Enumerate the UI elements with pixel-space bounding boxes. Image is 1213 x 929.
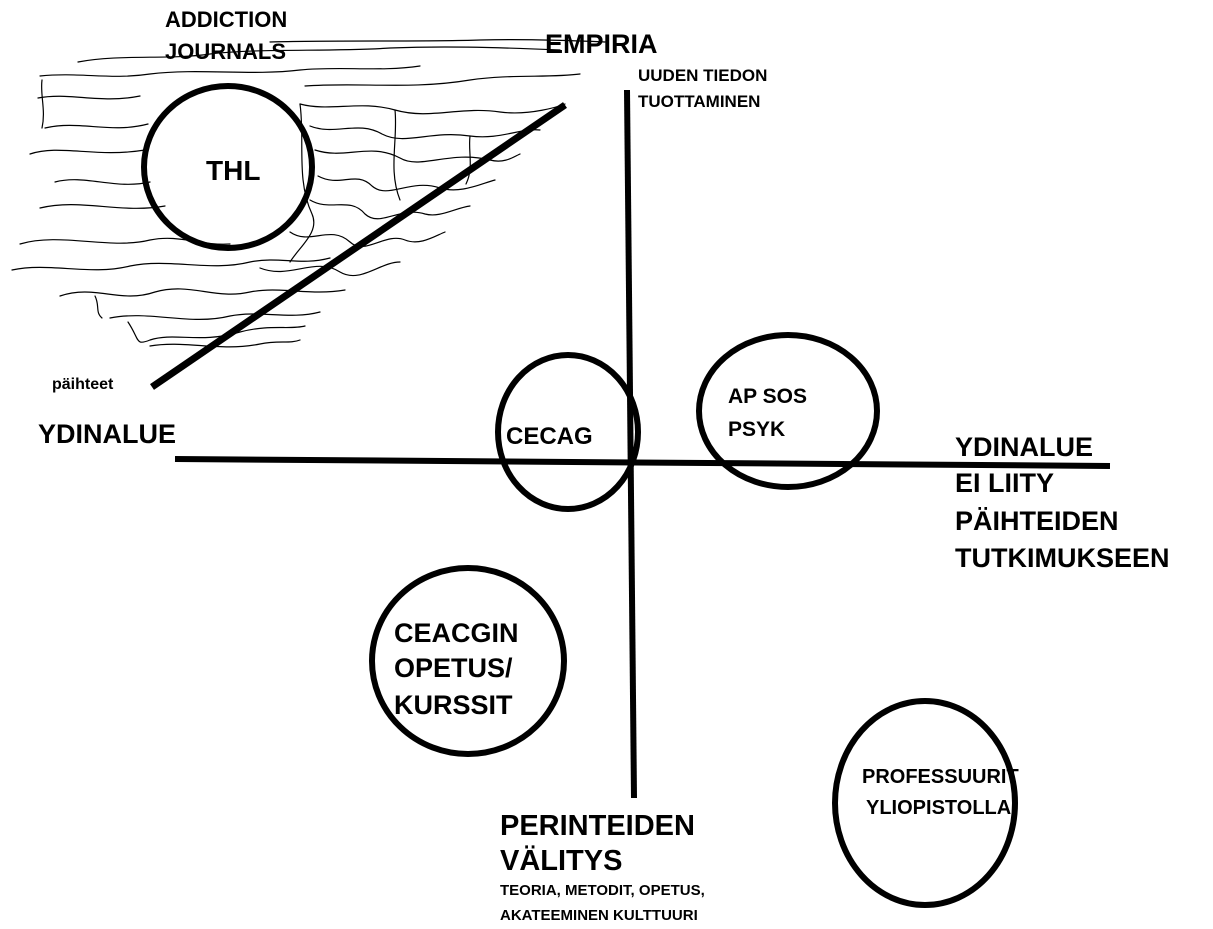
scribble-line: [11, 257, 331, 271]
empiria-label: EMPIRIA: [545, 29, 658, 59]
scribble-line: [59, 288, 346, 297]
scribble-line: [127, 321, 306, 343]
scribble-line: [465, 135, 471, 185]
vertical-axis: [624, 89, 637, 799]
scribble-line: [299, 103, 566, 115]
ydinalue-right-line: EI LIITY: [955, 468, 1054, 498]
scribble-line: [289, 231, 446, 248]
scribble-line: [77, 46, 561, 63]
perinteiden-sub-line: TEORIA, METODIT, OPETUS,: [500, 882, 705, 899]
ceacgin-label: CEACGIN OPETUS/ KURSSIT: [394, 618, 526, 720]
uuden-tiedon-line: UUDEN TIEDON: [638, 66, 767, 85]
perinteiden-line: PERINTEIDEN: [500, 810, 695, 842]
perinteiden-sub-label: TEORIA, METODIT, OPETUS, AKATEEMINEN KUL…: [500, 882, 709, 924]
scribble-line: [39, 65, 421, 77]
scribble-line: [309, 125, 541, 140]
professuurit-line: YLIOPISTOLLA: [866, 797, 1011, 819]
ap-sos-label: AP SOS PSYK: [728, 385, 813, 441]
ceacgin-line: OPETUS/: [394, 653, 513, 683]
scribble-line: [54, 179, 151, 185]
ap-sos-line: PSYK: [728, 418, 785, 441]
ceacgin-line: KURSSIT: [394, 690, 513, 720]
scribble-line: [269, 39, 606, 43]
diagonal-line: [150, 102, 567, 390]
professuurit-line: PROFESSUURIT: [862, 766, 1019, 788]
scribble-line: [309, 199, 471, 220]
scribble-line: [393, 109, 401, 201]
ydinalue-right-line: YDINALUE: [955, 432, 1093, 462]
addiction-journals-line: ADDICTION: [165, 7, 287, 32]
scribble-line: [317, 175, 496, 192]
perinteiden-sub-line: AKATEEMINEN KULTTUURI: [500, 907, 698, 924]
ap-sos-circle: [696, 332, 880, 490]
ceacgin-line: CEACGIN: [394, 618, 519, 648]
uuden-tiedon-label: UUDEN TIEDON TUOTTAMINEN: [638, 66, 772, 111]
cecag-label: CECAG: [506, 423, 593, 450]
scribble-line: [39, 203, 166, 209]
professuurit-label: PROFESSUURIT YLIOPISTOLLA: [862, 766, 1024, 819]
thl-label: THL: [206, 155, 260, 186]
uuden-tiedon-line: TUOTTAMINEN: [638, 92, 760, 111]
ydinalue-right-label: YDINALUE EI LIITY PÄIHTEIDEN TUTKIMUKSEE…: [955, 432, 1170, 573]
scribble-line: [259, 261, 401, 277]
scribble-line: [40, 79, 45, 129]
ydinalue-right-line: TUTKIMUKSEEN: [955, 543, 1170, 573]
scribble-line: [29, 149, 146, 155]
addiction-journals-label: ADDICTION JOURNALS: [165, 7, 293, 64]
scribble-region: [11, 39, 606, 348]
professuurit-circle: [832, 698, 1018, 908]
addiction-journals-line: JOURNALS: [165, 39, 286, 64]
scribble-line: [94, 295, 103, 319]
perinteiden-label: PERINTEIDEN VÄLITYS: [500, 810, 703, 877]
horizontal-axis: [174, 456, 1111, 469]
ceacgin-circle: [369, 565, 567, 757]
cecag-circle: [495, 352, 641, 512]
scribble-line: [37, 95, 141, 100]
scribble-line: [109, 311, 321, 321]
perinteiden-line: VÄLITYS: [500, 844, 622, 877]
scribble-line: [149, 339, 301, 348]
thl-circle: [141, 83, 315, 251]
scribble-line: [44, 123, 149, 129]
ydinalue-right-line: PÄIHTEIDEN: [955, 506, 1119, 536]
scribble-line: [314, 149, 521, 163]
ydinalue-left-label: YDINALUE: [38, 419, 176, 449]
scribble-line: [304, 73, 581, 87]
ap-sos-line: AP SOS: [728, 385, 807, 408]
paihteet-label: päihteet: [52, 376, 114, 393]
